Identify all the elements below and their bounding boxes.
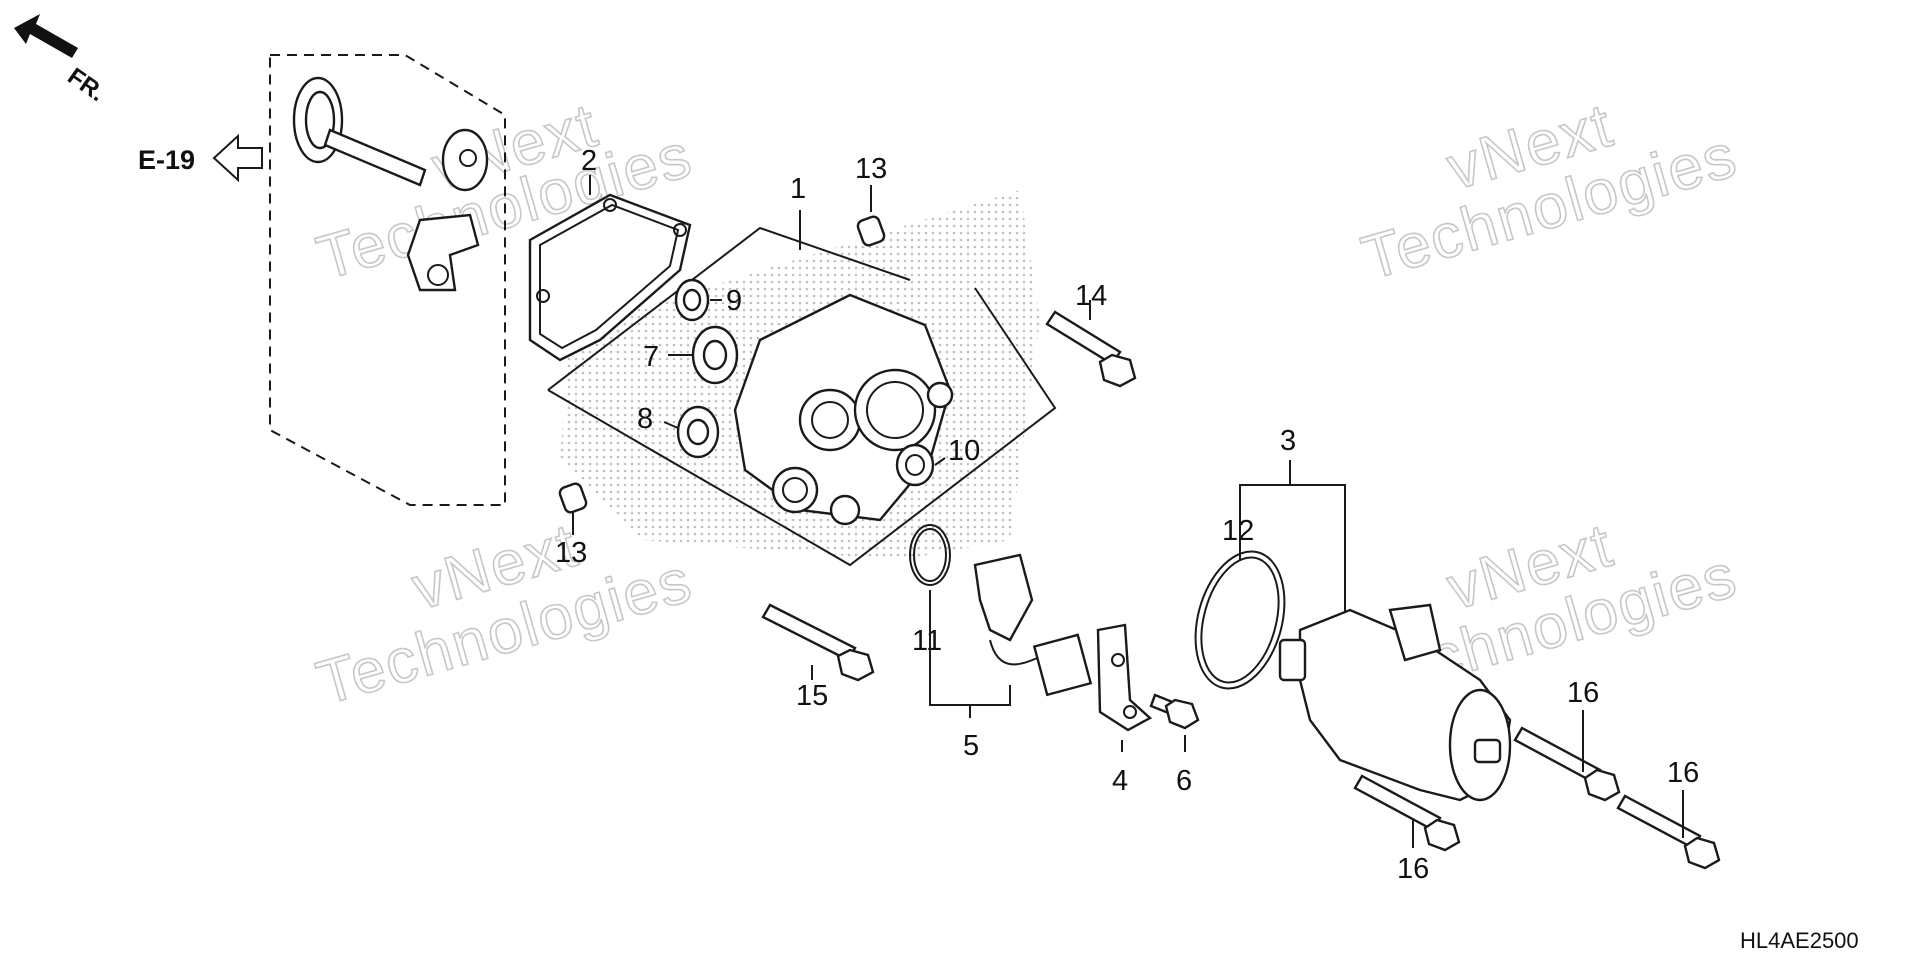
callout-16-c: 16: [1397, 853, 1429, 885]
section-reference-text: E-19: [138, 145, 195, 175]
housing-group-outline: [547, 226, 1057, 567]
dowel-pins: [558, 215, 886, 514]
front-marker-text: FR.: [63, 63, 110, 107]
callout-15: 15: [796, 680, 828, 712]
callout-16-b: 16: [1667, 757, 1699, 789]
arrow-left-outline-icon: [212, 133, 263, 183]
section-reference: E-19: [138, 133, 263, 183]
callout-3: 3: [1280, 425, 1296, 457]
o-ring-12: [1194, 550, 1286, 690]
callout-10: 10: [948, 435, 980, 467]
callout-11: 11: [912, 625, 942, 657]
callout-13-bottom: 13: [555, 537, 587, 569]
callout-12: 12: [1222, 515, 1254, 547]
bolt-15: [761, 603, 875, 682]
shift-motor: [1278, 603, 1512, 802]
callout-16-a: 16: [1567, 677, 1599, 709]
bolt-14: [1045, 310, 1137, 388]
callout-2: 2: [581, 145, 597, 177]
leader-lines: [572, 175, 1684, 848]
callout-4: 4: [1112, 765, 1128, 797]
o-ring-11: [909, 524, 951, 586]
reference-code: HL4AE2500: [1740, 928, 1859, 953]
bolts-16: [1353, 726, 1721, 870]
bearings: [674, 278, 739, 459]
callout-13-top: 13: [855, 153, 887, 185]
bracket: [1096, 623, 1153, 732]
front-direction-arrow: FR.: [14, 14, 110, 107]
callout-8: 8: [637, 403, 653, 435]
callout-14: 14: [1075, 280, 1107, 312]
bushing: [895, 443, 935, 487]
callout-1: 1: [790, 173, 806, 205]
callout-labels: 1 2 3 4 5 6 7 8 9 10 11 12 13 13 14 15 1…: [555, 145, 1699, 885]
callout-5: 5: [963, 730, 979, 762]
callout-9: 9: [726, 285, 742, 317]
callout-6: 6: [1176, 765, 1192, 797]
bolt-6: [1149, 693, 1200, 730]
callout-7: 7: [643, 341, 659, 373]
gear-assembly-group: [269, 54, 506, 506]
gasket: [528, 193, 692, 362]
angle-sensor: [973, 553, 1093, 697]
